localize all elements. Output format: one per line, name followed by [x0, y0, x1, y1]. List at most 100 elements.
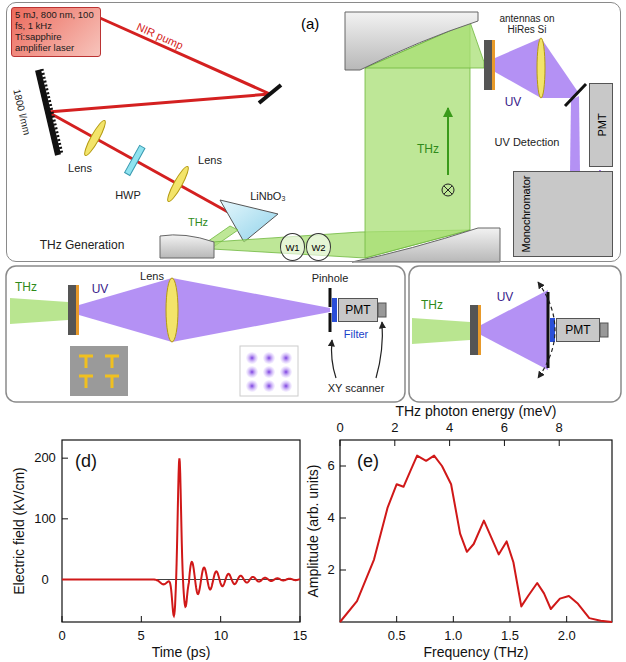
laser-box: 5 mJ, 800 nm, 100 fs, 1 kHz Ti:sapphire …	[11, 7, 101, 57]
parabolic-mirror	[345, 12, 478, 70]
label: 2	[327, 563, 334, 577]
substrate	[470, 305, 478, 355]
label: Lens	[140, 270, 164, 282]
label: 4	[446, 421, 453, 435]
instrument-box: Monochromator	[513, 171, 613, 257]
label: 100	[34, 512, 56, 526]
substrate	[484, 40, 492, 90]
thz-beam	[10, 298, 68, 324]
label: Filter	[344, 328, 368, 340]
label: 0	[41, 573, 48, 587]
antenna-layer	[492, 40, 495, 90]
label: 10	[214, 629, 228, 643]
label: Pinhole	[312, 272, 349, 284]
label: LiNbO₃	[250, 190, 286, 202]
label: 2	[391, 421, 398, 435]
label: 2.0	[558, 629, 576, 643]
label: UV Detection	[495, 136, 560, 148]
antenna-layer	[478, 305, 481, 355]
label: UV	[92, 283, 109, 296]
pmt-cap	[600, 323, 608, 337]
label: 4	[327, 511, 334, 525]
scanner-arrows	[332, 322, 383, 378]
window-ellipse: W1	[280, 233, 305, 261]
lens	[165, 165, 191, 204]
pmt-cap	[378, 303, 386, 317]
window-ellipse: W2	[306, 233, 331, 261]
label: 6	[327, 459, 334, 473]
label: 200	[34, 451, 56, 465]
label: THz photon energy (meV)	[395, 404, 556, 419]
instrument-box: PMT	[338, 298, 378, 322]
label: 8	[556, 421, 563, 435]
label: XY scanner	[328, 382, 385, 394]
label: 0.5	[388, 629, 406, 643]
field-waveform	[62, 458, 300, 615]
uv-spots	[246, 352, 292, 392]
label: THz Generation	[40, 239, 125, 252]
label: Lens	[68, 162, 92, 174]
pinhole	[329, 288, 332, 332]
half-wave-plate	[125, 145, 145, 175]
label: UV	[505, 96, 522, 109]
label: THz	[417, 143, 439, 156]
t-antennas	[79, 356, 119, 388]
antenna-array-inset	[70, 346, 128, 396]
label: 0	[58, 629, 65, 643]
label: 1800 l/mm	[11, 88, 32, 136]
panel-frame: (a) 5 mJ, 800 nm, 100 fs, 1 kHz Ti:sapphi…	[6, 2, 621, 262]
parabolic-mirror	[352, 228, 500, 262]
node-text: PMT	[345, 303, 370, 317]
label: antennas on HiRes Si	[495, 13, 559, 35]
label: Amplitude (arb. units)	[306, 464, 321, 597]
label: Time (ps)	[152, 645, 211, 660]
polarization-arrow	[442, 108, 454, 196]
uv-beam	[481, 290, 548, 370]
label: THz	[188, 216, 208, 228]
label: HWP	[115, 189, 141, 201]
filter	[332, 298, 337, 322]
scan-arc	[538, 282, 555, 378]
label: 1.5	[501, 629, 519, 643]
panel-frames	[6, 266, 621, 402]
node-text: PMT	[565, 323, 590, 337]
thz-beam	[204, 22, 484, 258]
label: NIR pump	[135, 20, 185, 51]
data-curves	[62, 456, 612, 622]
label: 1.0	[444, 629, 462, 643]
label: THz	[421, 299, 443, 312]
label: (d)	[75, 452, 97, 472]
panel-letter: (a)	[301, 15, 319, 32]
instrument-box: PMT	[589, 83, 613, 167]
axes-frame	[62, 440, 300, 622]
node-text: Monochromator	[520, 175, 532, 252]
antenna-layer	[76, 285, 79, 335]
uv-beam	[172, 278, 330, 342]
instrument-box: PMT	[556, 318, 600, 342]
label: 5	[137, 629, 144, 643]
label: Frequency (THz)	[423, 645, 528, 660]
lens	[82, 119, 108, 158]
label: Lens	[198, 154, 222, 166]
label: 15	[293, 629, 307, 643]
label: 6	[501, 421, 508, 435]
parabolic-mirror	[160, 235, 214, 258]
thz-beam	[412, 318, 470, 344]
label: THz	[15, 281, 37, 294]
lens	[166, 278, 178, 342]
lens	[537, 38, 545, 98]
tick-marks	[62, 440, 567, 622]
label: (e)	[357, 452, 379, 472]
mirror	[259, 85, 281, 103]
node-text: PMT	[596, 113, 608, 136]
node-text: 5 mJ, 800 nm, 100 fs, 1 kHz Ti:sapphire …	[15, 10, 97, 54]
label: Electric field (kV/cm)	[12, 467, 27, 595]
axes-frame	[340, 440, 612, 622]
label: UV	[497, 291, 514, 304]
uv-spots-inset	[240, 346, 298, 396]
node-text: W1	[285, 242, 299, 253]
grating	[38, 69, 62, 155]
uv-beam	[79, 278, 172, 342]
substrate	[68, 285, 76, 335]
